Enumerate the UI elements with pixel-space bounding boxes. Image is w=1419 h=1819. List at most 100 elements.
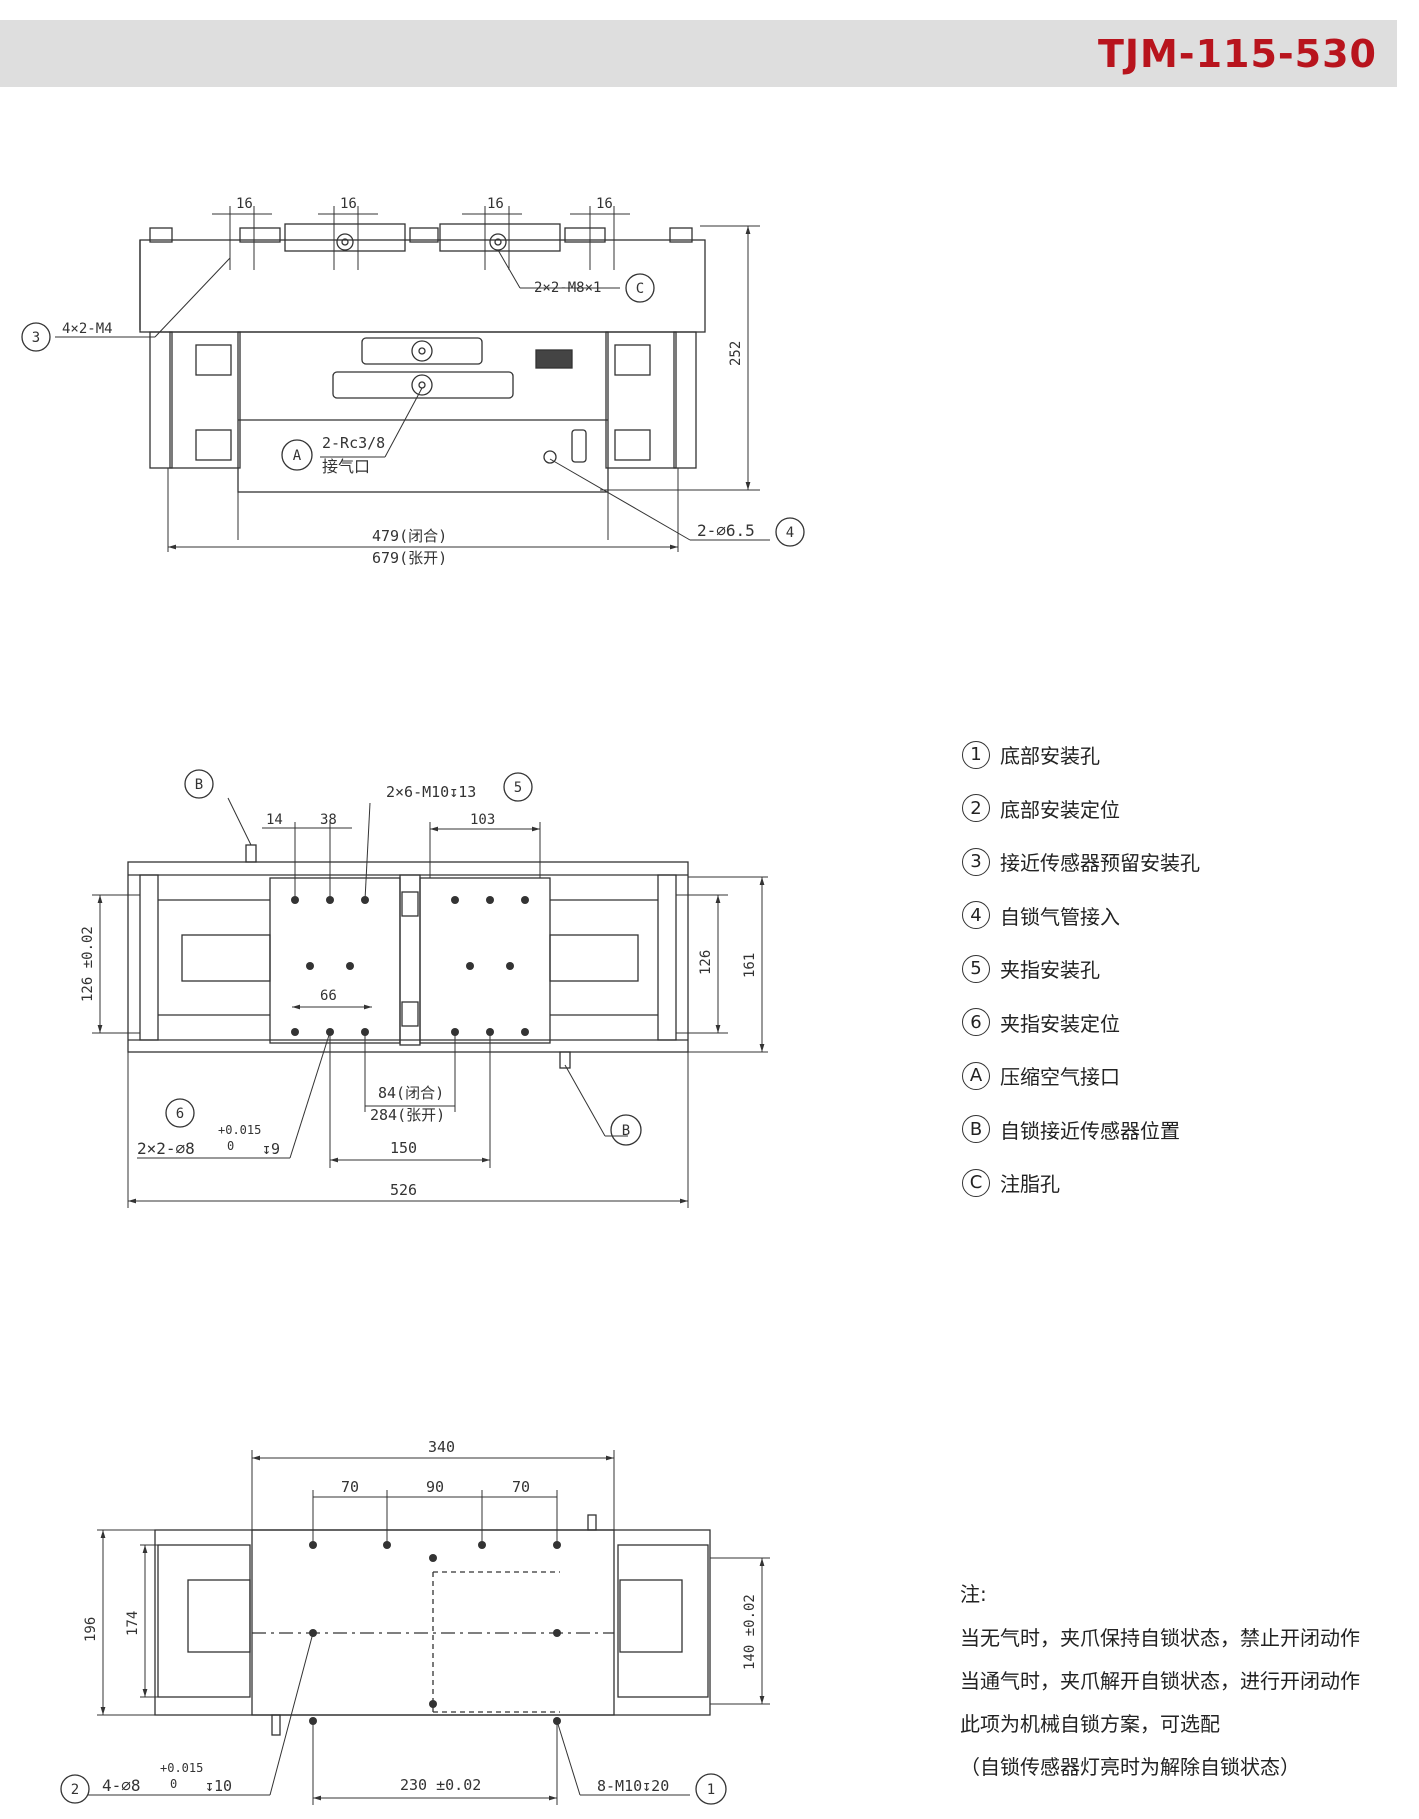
dim-70-b: 70 [512, 1478, 530, 1496]
callout-6-tol-lo: 0 [227, 1139, 234, 1153]
callout-6-text: 2×2-∅8 [137, 1139, 195, 1158]
legend-item: B 自锁接近传感器位置 [962, 1103, 1200, 1157]
dim-90: 90 [426, 1478, 444, 1496]
legend-item: A 压缩空气接口 [962, 1049, 1200, 1103]
legend-label: 底部安装孔 [1000, 744, 1100, 769]
legend-label: 压缩空气接口 [1000, 1065, 1120, 1090]
dim-16-b: 16 [340, 196, 357, 212]
legend: 1 底部安装孔 2 底部安装定位 3 接近传感器预留安装孔 4 自锁气管接入 5 夹指安装… [962, 728, 1200, 1210]
legend-marker: A [962, 1061, 990, 1090]
callout-4: 4 [775, 517, 805, 547]
dim-340: 340 [428, 1438, 455, 1456]
dim-70-a: 70 [341, 1478, 359, 1496]
legend-label: 注脂孔 [1000, 1172, 1060, 1197]
legend-item: C 注脂孔 [962, 1156, 1200, 1210]
legend-label: 底部安装定位 [1000, 797, 1120, 822]
callout-2-tol-up: +0.015 [160, 1761, 203, 1775]
dim-66: 66 [320, 988, 337, 1004]
callout-a: A [281, 439, 313, 471]
note-line: 此项为机械自锁方案，可选配 [960, 1712, 1220, 1736]
top-view: 16 16 16 16 252 479(闭合) 679(张开) 4×2-M4 2… [21, 196, 805, 567]
callout-4-text: 2-∅6.5 [697, 521, 755, 540]
bottom-view: 340 70 90 70 196 174 140 ±0.02 230 ±0.02… [60, 1438, 770, 1805]
callout-6-tol-up: +0.015 [218, 1123, 261, 1137]
callout-a-text2: 接气口 [322, 457, 370, 476]
legend-item: 2 底部安装定位 [962, 782, 1200, 836]
legend-marker: 3 [962, 847, 990, 876]
legend-marker: C [962, 1168, 990, 1197]
svg-text:2: 2 [71, 1782, 79, 1798]
svg-text:3: 3 [32, 330, 40, 346]
callout-2-text: 4-∅8 [102, 1776, 141, 1795]
notes-title: 注: [960, 1582, 987, 1606]
dim-140: 140 ±0.02 [742, 1594, 758, 1670]
legend-label: 自锁气管接入 [1000, 904, 1120, 929]
dim-526: 526 [390, 1181, 417, 1199]
dim-14: 14 [266, 812, 283, 828]
svg-text:C: C [636, 281, 644, 297]
note-line: 当通气时，夹爪解开自锁状态，进行开闭动作 [960, 1669, 1360, 1693]
legend-label: 自锁接近传感器位置 [1000, 1118, 1180, 1143]
dim-174: 174 [125, 1611, 141, 1636]
dim-84: 84(闭合) [378, 1084, 444, 1102]
legend-marker: 4 [962, 901, 990, 930]
callout-b-bottom: B [610, 1114, 642, 1146]
legend-item: 6 夹指安装定位 [962, 996, 1200, 1050]
dim-16-d: 16 [596, 196, 613, 212]
callout-1-text: 8-M10↧20 [597, 1777, 669, 1795]
dim-16-c: 16 [487, 196, 504, 212]
callout-3: 3 [21, 322, 51, 352]
legend-item: 5 夹指安装孔 [962, 942, 1200, 996]
legend-marker: 6 [962, 1008, 990, 1037]
dim-126-tol: 126 ±0.02 [80, 926, 96, 1002]
legend-item: 1 底部安装孔 [962, 728, 1200, 782]
legend-marker: 2 [962, 794, 990, 823]
callout-2: 2 [60, 1774, 90, 1804]
callout-b-top: B [184, 769, 214, 799]
note-line: （自锁传感器灯亮时为解除自锁状态） [960, 1755, 1300, 1779]
dim-196: 196 [83, 1617, 99, 1642]
dim-161: 161 [742, 953, 758, 978]
callout-6: 6 [165, 1098, 195, 1128]
notes: 注: 当无气时，夹爪保持自锁状态，禁止开闭动作 当通气时，夹爪解开自锁状态，进行… [960, 1578, 1360, 1794]
callout-5: 5 [503, 772, 533, 802]
callout-1: 1 [695, 1773, 727, 1805]
dim-16-a: 16 [236, 196, 253, 212]
legend-item: 4 自锁气管接入 [962, 889, 1200, 943]
dim-103: 103 [470, 812, 495, 828]
legend-label: 夹指安装孔 [1000, 958, 1100, 983]
middle-view: 14 38 103 66 126 ±0.02 126 161 84(闭合) 28… [80, 769, 768, 1208]
dim-126: 126 [698, 950, 714, 975]
callout-c-text: 2×2-M8×1 [534, 280, 601, 296]
svg-text:A: A [293, 448, 302, 464]
legend-marker: 5 [962, 954, 990, 983]
legend-label: 夹指安装定位 [1000, 1011, 1120, 1036]
header-bar: TJM-115-530 [0, 20, 1397, 87]
callout-a-text1: 2-Rc3/8 [322, 434, 385, 452]
svg-text:5: 5 [514, 780, 522, 796]
dim-284: 284(张开) [370, 1106, 445, 1124]
dim-679: 679(张开) [372, 549, 447, 567]
svg-text:B: B [195, 777, 203, 793]
dim-252: 252 [728, 341, 744, 366]
legend-label: 接近传感器预留安装孔 [1000, 851, 1200, 876]
model-title: TJM-115-530 [1097, 32, 1377, 76]
callout-2-tol-lo: 0 [170, 1777, 177, 1791]
legend-item: 3 接近传感器预留安装孔 [962, 835, 1200, 889]
note-line: 当无气时，夹爪保持自锁状态，禁止开闭动作 [960, 1626, 1360, 1650]
dim-479: 479(闭合) [372, 527, 447, 545]
callout-2-depth: ↧10 [205, 1777, 232, 1795]
callout-c: C [625, 273, 655, 303]
dim-230: 230 ±0.02 [400, 1776, 481, 1794]
dim-38: 38 [320, 812, 337, 828]
legend-marker: B [962, 1115, 990, 1144]
dim-150: 150 [390, 1139, 417, 1157]
svg-text:6: 6 [176, 1106, 184, 1122]
legend-marker: 1 [962, 740, 990, 769]
callout-6-depth: ↧9 [262, 1140, 280, 1158]
svg-text:1: 1 [707, 1782, 715, 1798]
callout-5-text: 2×6-M10↧13 [386, 783, 476, 801]
svg-text:4: 4 [786, 525, 794, 541]
callout-3-text: 4×2-M4 [62, 321, 113, 337]
